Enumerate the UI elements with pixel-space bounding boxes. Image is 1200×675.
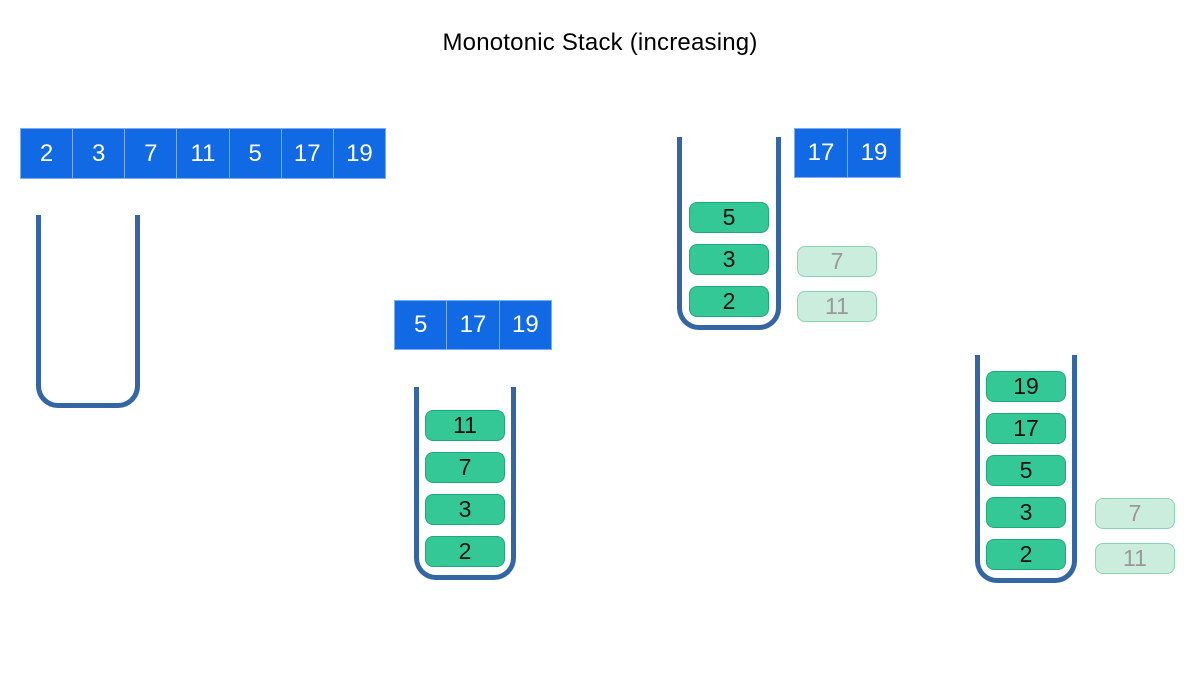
array-cell: 19 (332, 129, 385, 178)
popped-item: 7 (797, 246, 877, 277)
array-cell: 5 (413, 311, 428, 338)
stack-item: 3 (689, 244, 769, 275)
array-cell: 17 (807, 139, 835, 166)
stack-container-step3: 5 3 2 (677, 137, 781, 330)
stack-item: 3 (986, 497, 1066, 528)
array-cell: 7 (124, 129, 176, 178)
stack-container-step4: 19 17 5 3 2 (975, 355, 1077, 583)
popped-item: 7 (1095, 498, 1175, 529)
stack-container-step2: 11 7 3 2 (414, 387, 516, 580)
stack-item: 11 (425, 410, 505, 441)
array-cell: 19 (847, 129, 900, 177)
array-cell: 2 (39, 139, 54, 167)
array-cell: 3 (72, 129, 124, 178)
stack-container-step1 (36, 215, 140, 408)
array-cell: 17 (446, 301, 498, 349)
array-cell: 17 (280, 129, 333, 178)
array-cell: 11 (176, 129, 228, 178)
array-cell: 5 (228, 129, 281, 178)
stack-item: 5 (986, 455, 1066, 486)
array-cell: 19 (498, 301, 551, 349)
stack-item: 19 (986, 371, 1066, 402)
stack-item: 3 (425, 494, 505, 525)
popped-item: 11 (797, 291, 877, 322)
stack-item: 2 (986, 539, 1066, 570)
stack-item: 2 (689, 286, 769, 317)
stack-item: 5 (689, 202, 769, 233)
stack-item: 7 (425, 452, 505, 483)
diagram-title: Monotonic Stack (increasing) (442, 29, 758, 56)
popped-item: 11 (1095, 543, 1175, 574)
stack-item: 2 (425, 536, 505, 567)
stack-item: 17 (986, 413, 1066, 444)
